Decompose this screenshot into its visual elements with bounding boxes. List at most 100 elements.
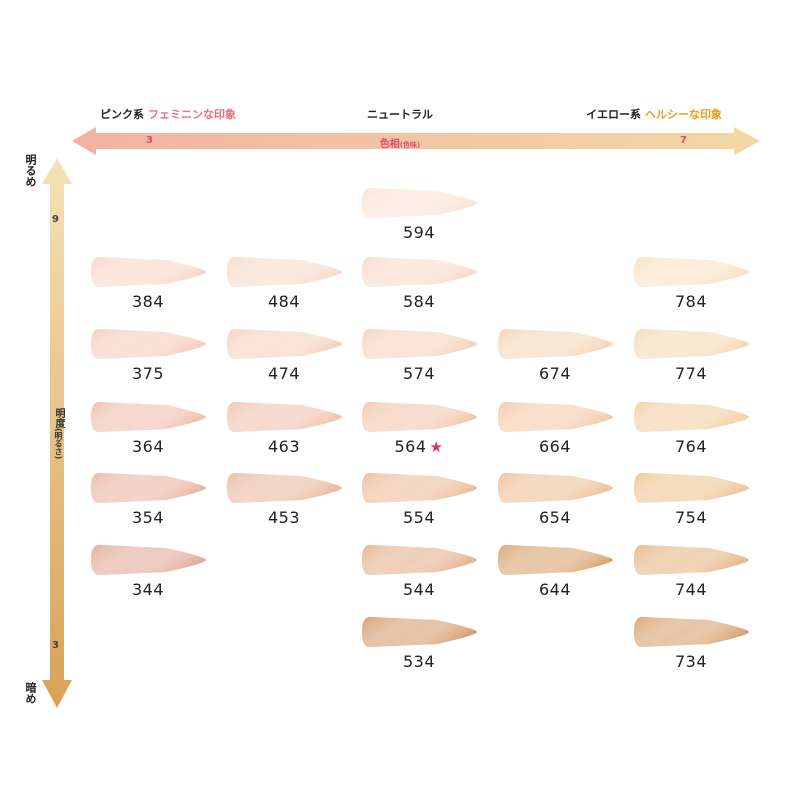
hue-axis-arrow bbox=[72, 127, 760, 155]
swatch-highlight-764 bbox=[634, 402, 749, 432]
shade-code-text: 344 bbox=[131, 580, 165, 599]
lightness-axis-top-value: 9 bbox=[52, 214, 59, 225]
swatch-highlight-654 bbox=[498, 473, 613, 503]
swatch-highlight-554 bbox=[362, 473, 477, 503]
yellow-label: イエロー系 bbox=[586, 108, 641, 121]
shade-code-354: 354 bbox=[88, 508, 208, 527]
shade-code-text: 474 bbox=[267, 364, 301, 383]
neutral-label: ニュートラル bbox=[367, 108, 433, 121]
swatch-highlight-344 bbox=[91, 545, 206, 575]
lightness-bottom-label: 暗め bbox=[24, 682, 37, 704]
shade-code-text: 654 bbox=[538, 508, 572, 527]
shade-code-text: 674 bbox=[538, 364, 572, 383]
swatch-highlight-574 bbox=[362, 329, 477, 359]
swatch-highlight-664 bbox=[498, 402, 613, 432]
shade-code-text: 564 bbox=[394, 437, 427, 456]
shade-code-text: 594 bbox=[402, 223, 436, 242]
shade-code-384: 384 bbox=[88, 292, 208, 311]
shade-code-564: 564★ bbox=[359, 437, 479, 456]
shade-code-text: 384 bbox=[131, 292, 165, 311]
shade-code-344: 344 bbox=[88, 580, 208, 599]
swatch-highlight-774 bbox=[634, 329, 749, 359]
shade-code-594: 594 bbox=[359, 223, 479, 242]
neutral-header: ニュートラル bbox=[0, 106, 800, 122]
swatch-highlight-644 bbox=[498, 545, 613, 575]
swatch-highlight-544 bbox=[362, 545, 477, 575]
hue-axis-title: 色相(色味) bbox=[0, 135, 800, 150]
shade-code-734: 734 bbox=[631, 652, 751, 671]
hue-axis-right-value: 7 bbox=[680, 135, 687, 146]
swatch-highlight-484 bbox=[227, 257, 342, 287]
swatch-highlight-594 bbox=[362, 188, 477, 218]
swatch-highlight-354 bbox=[91, 473, 206, 503]
shade-code-text: 644 bbox=[538, 580, 572, 599]
shade-code-554: 554 bbox=[359, 508, 479, 527]
shade-code-484: 484 bbox=[224, 292, 344, 311]
swatch-highlight-744 bbox=[634, 545, 749, 575]
swatch-highlight-564 bbox=[362, 402, 477, 432]
shade-code-544: 544 bbox=[359, 580, 479, 599]
shade-code-584: 584 bbox=[359, 292, 479, 311]
shade-code-364: 364 bbox=[88, 437, 208, 456]
shade-code-text: 584 bbox=[402, 292, 436, 311]
shade-code-text: 774 bbox=[674, 364, 708, 383]
shade-code-474: 474 bbox=[224, 364, 344, 383]
swatch-highlight-453 bbox=[227, 473, 342, 503]
swatch-highlight-674 bbox=[498, 329, 613, 359]
hue-axis-title-text: 色相 bbox=[379, 139, 400, 150]
shade-code-754: 754 bbox=[631, 508, 751, 527]
swatch-highlight-375 bbox=[91, 329, 206, 359]
shade-code-463: 463 bbox=[224, 437, 344, 456]
shade-code-text: 664 bbox=[538, 437, 572, 456]
swatch-highlight-364 bbox=[91, 402, 206, 432]
pink-label: ピンク系 bbox=[100, 108, 144, 121]
yellow-sublabel: ヘルシーな印象 bbox=[645, 108, 722, 121]
shade-code-text: 744 bbox=[674, 580, 708, 599]
shade-code-text: 534 bbox=[402, 652, 436, 671]
lightness-axis-bottom-value: 3 bbox=[52, 640, 59, 651]
shade-code-text: 463 bbox=[267, 437, 301, 456]
shade-code-784: 784 bbox=[631, 292, 751, 311]
pink-sublabel: フェミニンな印象 bbox=[148, 108, 236, 121]
lightness-top-label: 明るめ bbox=[24, 154, 37, 187]
shade-code-text: 544 bbox=[402, 580, 436, 599]
lightness-axis-arrow bbox=[42, 158, 72, 708]
swatch-highlight-534 bbox=[362, 617, 477, 647]
shade-code-text: 375 bbox=[131, 364, 165, 383]
shade-code-774: 774 bbox=[631, 364, 751, 383]
shade-code-text: 364 bbox=[131, 437, 165, 456]
swatch-highlight-474 bbox=[227, 329, 342, 359]
hue-axis-left-value: 3 bbox=[146, 135, 153, 146]
shade-code-text: 484 bbox=[267, 292, 301, 311]
swatch-highlight-463 bbox=[227, 402, 342, 432]
swatch-highlight-384 bbox=[91, 257, 206, 287]
hue-axis-title-sub: (色味) bbox=[399, 141, 421, 149]
swatch-highlight-734 bbox=[634, 617, 749, 647]
shade-code-text: 574 bbox=[402, 364, 436, 383]
shade-code-375: 375 bbox=[88, 364, 208, 383]
shade-code-text: 784 bbox=[674, 292, 708, 311]
shade-code-text: 734 bbox=[674, 652, 708, 671]
shade-code-574: 574 bbox=[359, 364, 479, 383]
shade-code-text: 764 bbox=[674, 437, 708, 456]
shade-code-764: 764 bbox=[631, 437, 751, 456]
shade-code-text: 453 bbox=[267, 508, 301, 527]
lightness-axis-title-sub: (明るさ) bbox=[54, 428, 63, 460]
shade-code-674: 674 bbox=[495, 364, 615, 383]
star-icon: ★ bbox=[429, 438, 444, 456]
shade-code-654: 654 bbox=[495, 508, 615, 527]
lightness-axis-title-text: 明度 bbox=[53, 408, 64, 428]
swatch-highlight-784 bbox=[634, 257, 749, 287]
shade-code-text: 754 bbox=[674, 508, 708, 527]
shade-code-453: 453 bbox=[224, 508, 344, 527]
shade-code-534: 534 bbox=[359, 652, 479, 671]
swatch-highlight-584 bbox=[362, 257, 477, 287]
shade-code-744: 744 bbox=[631, 580, 751, 599]
shade-code-644: 644 bbox=[495, 580, 615, 599]
pink-group-header: ピンク系フェミニンな印象 bbox=[100, 106, 236, 122]
lightness-axis-title: 明度(明るさ) bbox=[51, 408, 66, 459]
shade-code-664: 664 bbox=[495, 437, 615, 456]
